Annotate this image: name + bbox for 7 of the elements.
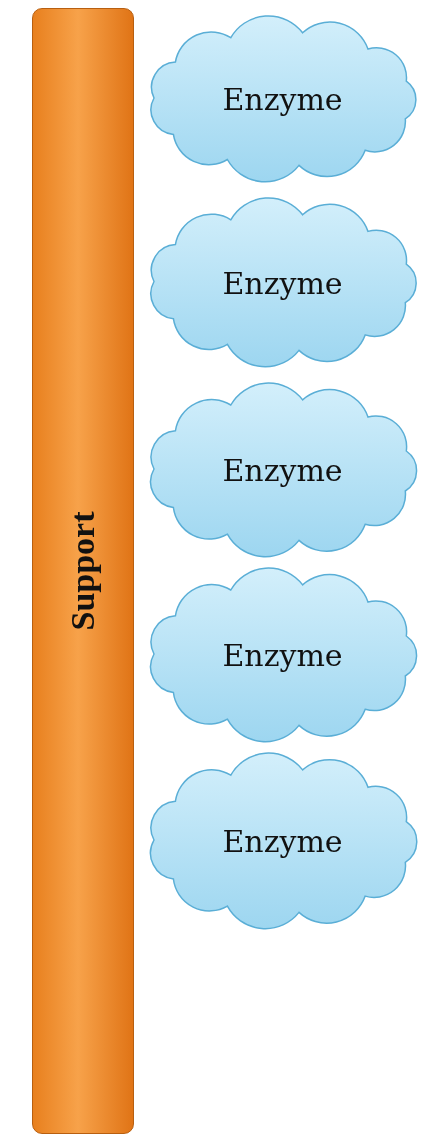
support-label: Support <box>64 511 102 631</box>
enzyme-label: Enzyme <box>221 81 344 117</box>
enzyme-label: Enzyme <box>221 265 344 300</box>
enzyme-label: Enzyme <box>221 452 344 488</box>
enzyme-label: Enzyme <box>221 823 344 859</box>
support-bar <box>32 8 134 1134</box>
enzyme-label: Enzyme <box>221 637 344 673</box>
